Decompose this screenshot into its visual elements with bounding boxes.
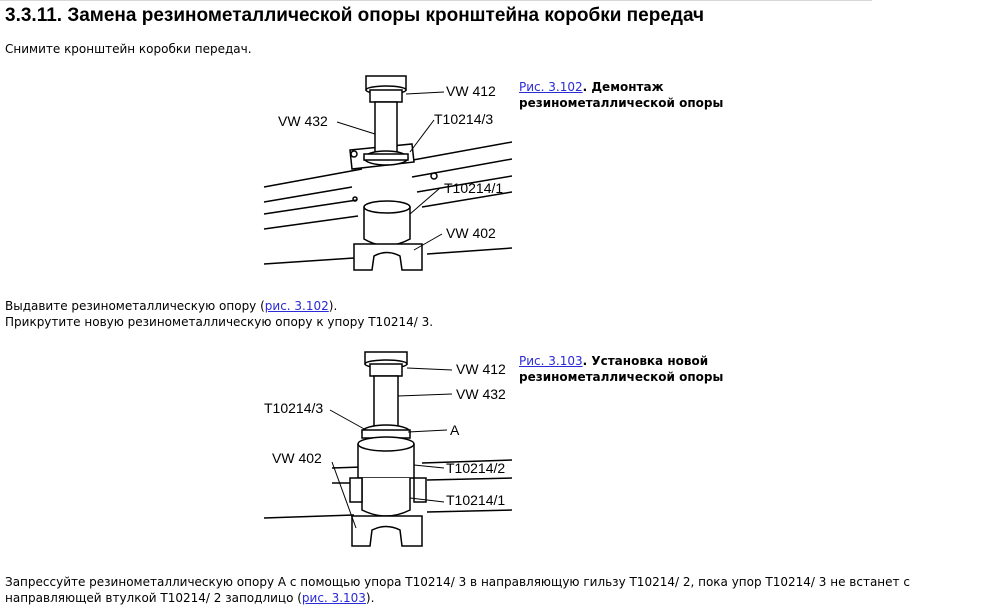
- paragraph-screw-new: Прикрутите новую резинометаллическую опо…: [5, 315, 434, 329]
- fig2-label-t10214-3: T10214/3: [264, 400, 323, 416]
- page-title: 3.3.11. Замена резинометаллической опоры…: [5, 5, 705, 26]
- paragraph-press-in-end: ).: [365, 591, 375, 605]
- paragraph-press-in-line2: направляющей втулкой T10214/ 2 заподлицо…: [5, 590, 374, 606]
- fig1-label-vw402: VW 402: [446, 225, 496, 241]
- figure-3-102-link[interactable]: Рис. 3.102: [519, 80, 583, 94]
- paragraph-press-in-text: направляющей втулкой T10214/ 2 заподлицо…: [5, 591, 302, 605]
- fig1-label-t10214-1: T10214/1: [444, 180, 503, 196]
- paragraph-press-out-text: Выдавите резинометаллическую опору (: [5, 299, 265, 313]
- fig2-label-vw412: VW 412: [456, 361, 506, 377]
- figure-3-103-caption-line1: . Установка новой: [582, 354, 709, 368]
- fig1-label-t10214-3: T10214/3: [434, 111, 493, 127]
- figure-3-103-caption-line2: резинометаллической опоры: [519, 370, 724, 384]
- top-divider: [0, 0, 872, 1]
- fig2-label-vw402: VW 402: [272, 450, 322, 466]
- fig1-label-vw432: VW 432: [278, 113, 328, 129]
- figure-3-103-caption: Рис. 3.103. Установка новой резинометалл…: [519, 353, 723, 385]
- paragraph-press-in-line1: Запрессуйте резинометаллическую опору A …: [5, 575, 910, 589]
- figure-3-102-caption: Рис. 3.102. Демонтаж резинометаллической…: [519, 79, 723, 111]
- fig2-label-vw432: VW 432: [456, 386, 506, 402]
- figure-3-103-link[interactable]: Рис. 3.103: [519, 354, 583, 368]
- ref-link-3-102[interactable]: рис. 3.102: [264, 299, 329, 313]
- fig2-label-t10214-2: T10214/2: [446, 460, 505, 476]
- paragraph-remove-bracket: Снимите кронштейн коробки передач.: [5, 42, 252, 56]
- fig2-label-t10214-1: T10214/1: [446, 492, 505, 508]
- figure-3-102-caption-line1: . Демонтаж: [582, 80, 664, 94]
- figure-3-102-illustration: VW 412 VW 432 T10214/3 T10214/1 VW 402: [263, 75, 512, 271]
- fig2-label-a: A: [450, 422, 460, 438]
- ref-link-3-103[interactable]: рис. 3.103: [301, 591, 366, 605]
- figure-3-103-illustration: VW 412 VW 432 T10214/3 A VW 402 T10214/2…: [263, 351, 512, 547]
- fig1-label-vw412: VW 412: [446, 83, 496, 99]
- paragraph-press-out-end: ).: [328, 299, 338, 313]
- figure-3-102-caption-line2: резинометаллической опоры: [519, 96, 724, 110]
- paragraph-press-out: Выдавите резинометаллическую опору (рис.…: [5, 298, 337, 314]
